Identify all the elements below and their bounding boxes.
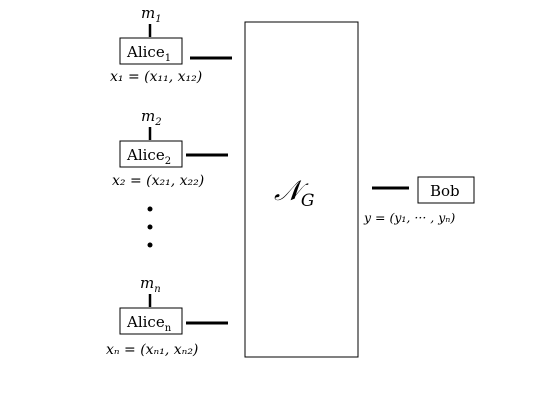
alice-n-input-label: xₙ = (xₙ₁, xₙ₂) (106, 342, 198, 358)
vertical-ellipsis (147, 206, 153, 248)
channel-group: 𝒩G (244, 21, 359, 358)
alice-2-input-label: x₂ = (x₂₁, x₂₂) (112, 173, 204, 189)
alice-1-name: Alice1 (126, 43, 171, 64)
alice-2-box (119, 140, 183, 168)
alice-1-input-label: x₁ = (x₁₁, x₁₂) (110, 69, 202, 85)
alice-2-name: Alice2 (126, 146, 171, 167)
bob-output-label: y = (y₁, ··· , yₙ) (363, 210, 455, 225)
alice-n-group: mn Alicen xₙ = (xₙ₁, xₙ₂) (106, 274, 228, 358)
alice-1-message-label: m1 (141, 4, 162, 25)
alice-n-message-label: mn (140, 274, 161, 295)
alice-n-box (119, 307, 183, 335)
alice-1-group: m1 Alice1 x₁ = (x₁₁, x₁₂) (110, 4, 232, 85)
bob-name: Bob (430, 182, 460, 200)
alice-2-group: m2 Alice2 x₂ = (x₂₁, x₂₂) (112, 107, 228, 189)
alice-2-message-label: m2 (141, 107, 162, 128)
bob-group: Bob y = (y₁, ··· , yₙ) (363, 176, 475, 225)
alice-1-box (119, 37, 183, 65)
channel-label: 𝒩G (274, 174, 314, 211)
alice-n-name: Alicen (126, 313, 172, 334)
channel-box (244, 21, 359, 358)
bob-box (417, 176, 475, 204)
